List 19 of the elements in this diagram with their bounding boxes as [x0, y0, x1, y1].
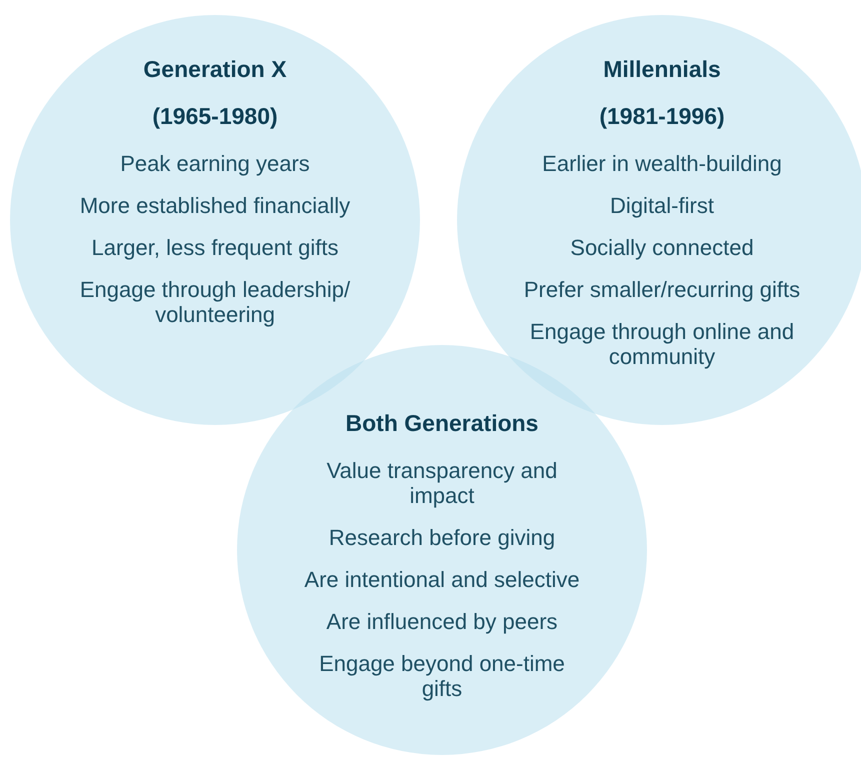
- circle-heading: Generation X: [143, 57, 287, 82]
- trait-text: Larger, less frequent gifts: [91, 235, 339, 260]
- trait-text: Are influenced by peers: [326, 609, 558, 634]
- trait-text: Value transparency and impact: [326, 458, 558, 508]
- trait-text: Peak earning years: [120, 151, 310, 176]
- circle-heading: Millennials: [603, 57, 721, 82]
- trait-text: Engage beyond one-time gifts: [318, 651, 566, 701]
- trait-text: More established financially: [80, 193, 350, 218]
- trait-text: Earlier in wealth-building: [542, 151, 782, 176]
- trait-text: Prefer smaller/recurring gifts: [524, 277, 800, 302]
- circle-heading: Both Generations: [346, 411, 538, 436]
- circle-heading: (1981-1996): [599, 104, 725, 129]
- trait-text: Socially connected: [570, 235, 754, 260]
- trait-text: Are intentional and selective: [304, 567, 580, 592]
- trait-text: Digital-first: [610, 193, 714, 218]
- circle-heading: (1965-1980): [152, 104, 278, 129]
- trait-text: Research before giving: [328, 525, 556, 550]
- trait-text: Engage through leadership/ volunteering: [78, 277, 352, 327]
- trait-text: Engage through online and community: [528, 319, 796, 369]
